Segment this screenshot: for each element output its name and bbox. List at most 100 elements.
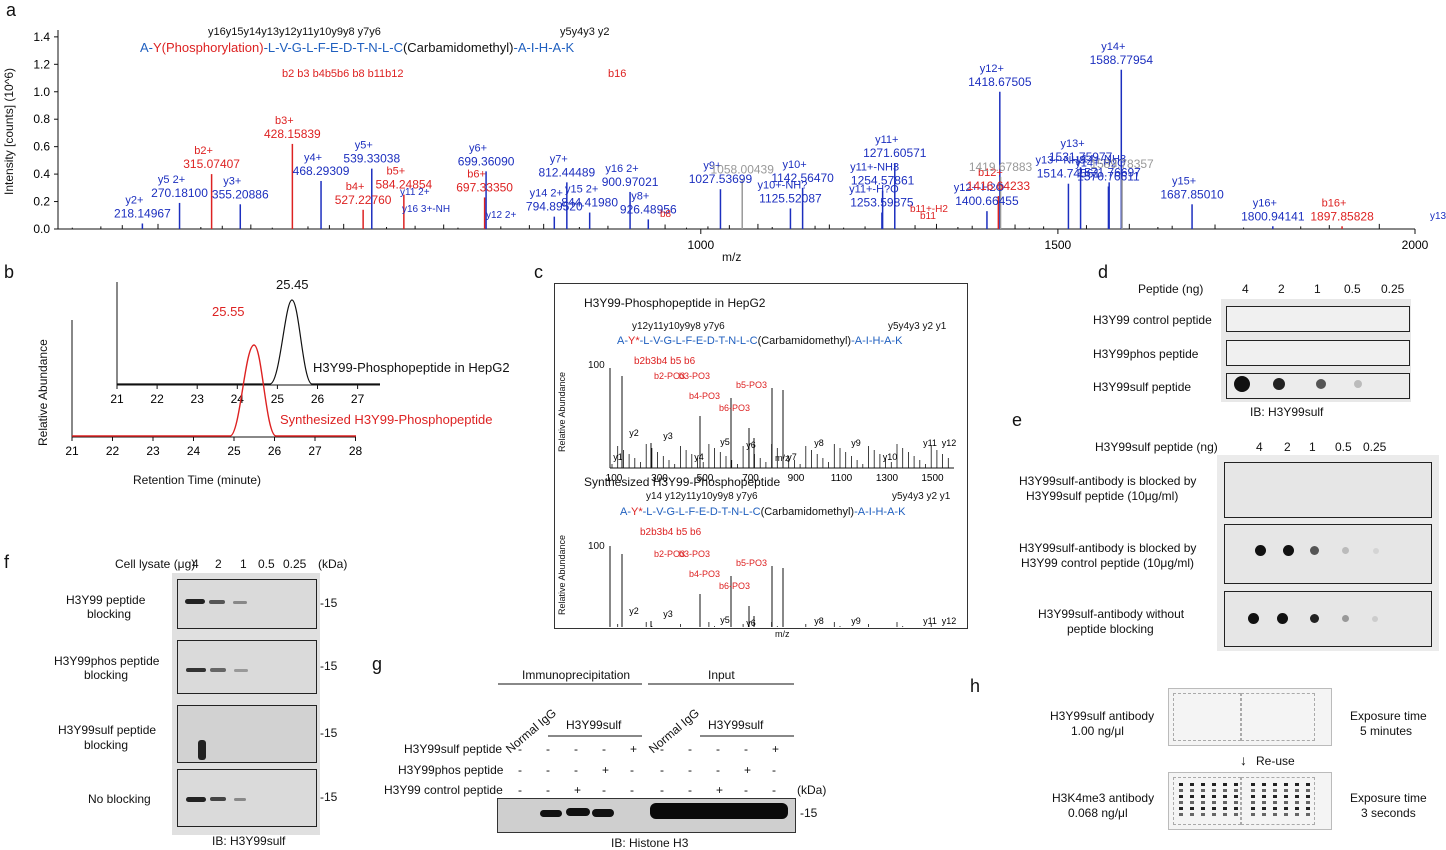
panel-e-dot-r2-2 [1283, 545, 1294, 556]
panel-a-sequence: A-Y(Phosphorylation)-L-V-G-L-F-E-D-T-N-L… [140, 40, 575, 55]
panel-c-top-y100: 100 [588, 360, 605, 371]
panel-c-top-peak-label: y7 [787, 452, 797, 462]
panel-h-array-dot [1179, 801, 1183, 804]
panel-a-peak-ion: y8+ [631, 190, 649, 202]
panel-a-peak-mz: 1589.78357 [1090, 157, 1154, 171]
panel-e-amt-2: 1 [1309, 440, 1316, 454]
panel-c-bot-yions2: y5y4y3 y2 y1 [892, 491, 951, 502]
panel-a-peak-mz: 926.48956 [620, 202, 677, 216]
panel-f-band-1b [209, 600, 225, 604]
panel-g-sign: - [716, 763, 720, 777]
panel-g-sign: - [602, 742, 606, 756]
panel-f-blot-2 [177, 640, 317, 694]
panel-f-row-3a: No blocking [88, 792, 151, 806]
panel-g-sign: - [518, 742, 522, 756]
panel-h-array-dot [1212, 783, 1216, 786]
panel-a-peak-ion: y3+ [223, 175, 241, 187]
panel-e-strip-1 [1224, 462, 1432, 518]
panel-h-array-dot [1284, 801, 1288, 804]
panel-e-amt-1: 2 [1284, 440, 1291, 454]
panel-c-top-peak-label: y2 [629, 428, 639, 438]
panel-a-ytick-label: 1.4 [33, 30, 50, 44]
panel-c-top-xtick: 1500 [921, 473, 944, 484]
panel-d-amt-2: 1 [1314, 282, 1321, 296]
panel-h-array-dot [1262, 801, 1266, 804]
panel-b-outer-tick-label: 21 [65, 444, 79, 458]
panel-b-red-peak: 25.55 [212, 304, 245, 319]
panel-a-yions2: y5y4y3 y2 [560, 26, 610, 38]
panel-f-ib: IB: H3Y99sulf [212, 834, 286, 848]
panel-a-peak-mz: 428.15839 [264, 127, 321, 141]
panel-b-xlabel: Retention Time (minute) [133, 473, 262, 487]
panel-a-peak-ion: y13+ [1060, 138, 1084, 150]
panel-c-top-peak-label: y3 [663, 431, 673, 441]
panel-a-peak-ion: y13+-NH3 [1036, 155, 1086, 167]
panel-g-band-ip3 [592, 809, 614, 817]
panel-c-top-ylabel: Relative Abundance [557, 371, 567, 452]
panel-a-ytick-label: 0.8 [33, 112, 50, 126]
panel-c-top-xtick: 500 [697, 473, 714, 484]
panel-f-band-2b [210, 668, 226, 672]
panel-h-array-dot [1190, 783, 1194, 786]
panel-b-inner-tick-label: 22 [150, 392, 164, 406]
panel-h-array-dot [1284, 789, 1288, 792]
panel-e-row1b: H3Y99sulf peptide (10μg/ml) [1026, 489, 1179, 503]
panel-d-dot-1ng [1316, 379, 1326, 389]
panel-b-inner-tick-label: 23 [191, 392, 205, 406]
panel-h-array-dot [1295, 795, 1299, 798]
panel-a-peak-mz: 844.41980 [561, 196, 618, 210]
panel-f-row-0a: H3Y99 peptide [66, 593, 146, 607]
panel-f-band-4c [234, 798, 246, 801]
panel-h-array-dot [1190, 789, 1194, 792]
panel-h-array-dot [1262, 795, 1266, 798]
panel-h-array-dot [1306, 789, 1310, 792]
panel-g-sign: - [716, 742, 720, 756]
panel-e-row3b: peptide blocking [1067, 622, 1154, 636]
panel-a-extra-label: b8 [660, 209, 672, 220]
panel-c-top-peak-label: y9 [851, 438, 861, 448]
panel-a-peak-mz: 584.24854 [375, 178, 432, 192]
panel-h-array-dot [1201, 783, 1205, 786]
panel-a-peak-ion: y11+-NH3 [850, 162, 899, 174]
panel-h-array-dot [1212, 795, 1216, 798]
panel-g-sulf-2: H3Y99sulf [708, 718, 764, 732]
panel-g-sulf-1: H3Y99sulf [566, 718, 622, 732]
panel-g-sign: + [602, 763, 610, 777]
panel-e-letter: e [1012, 410, 1023, 430]
panel-g-lines [498, 683, 794, 737]
panel-g-sign: - [660, 783, 664, 797]
panel-a-ylabel: Intensity [counts] (10^6) [2, 67, 16, 195]
panel-h-array-dot [1251, 807, 1255, 810]
panel-a-extra-label: b11+-H2 [910, 204, 948, 215]
panel-a-ytick-label: 0.0 [33, 222, 50, 236]
panel-h-array-dot [1223, 813, 1227, 816]
panel-h-array-dot [1306, 807, 1310, 810]
panel-d-dot-2ng [1273, 378, 1285, 390]
panel-g-sign: - [546, 783, 550, 797]
panel-c-top-yions: y12y11y10y9y8 y7y6 [632, 321, 725, 332]
panel-a-peak-mz: 315.07407 [183, 157, 240, 171]
panel-b-outer-tick-label: 25 [227, 444, 241, 458]
panel-a-peak-ion: b6+ [467, 168, 486, 180]
panel-a-xtick-label: 1000 [687, 238, 714, 252]
panel-a-peak-mz: 1416.64233 [967, 179, 1031, 193]
panel-a-peak-ion: y6+ [469, 142, 487, 154]
panel-a-peak-mz: 1570.76611 [1077, 169, 1140, 183]
panel-a-peak-mz: 900.97021 [602, 175, 659, 189]
panel-e-header: H3Y99sulf peptide (ng) [1095, 440, 1218, 454]
panel-f-marker-2: -15 [320, 659, 338, 673]
panel-a-peak-mz: 539.33038 [343, 152, 400, 166]
panel-h-array-dot [1295, 783, 1299, 786]
panel-a-peak-ion: b12+ [978, 167, 1003, 179]
panel-h-array-dot [1179, 813, 1183, 816]
panel-h-array-dot [1262, 789, 1266, 792]
panel-e-row1a: H3Y99sulf-antibody is blocked by [1019, 474, 1197, 488]
panel-a-peak-ion: y14+ [1101, 41, 1125, 53]
panel-h-array-dot [1295, 801, 1299, 804]
panel-f-marker-4: -15 [320, 790, 338, 804]
panel-a-extra-label: y11 2+ [400, 187, 430, 198]
panel-h-array-dot [1223, 783, 1227, 786]
panel-h-array-dot [1223, 795, 1227, 798]
